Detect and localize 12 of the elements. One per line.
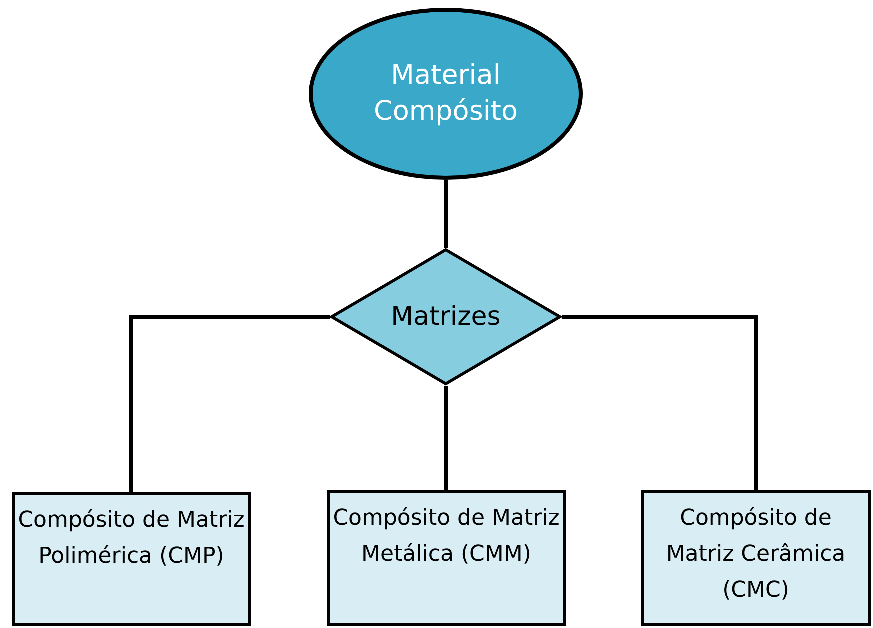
connector-line bbox=[562, 315, 758, 490]
node-label: Compósito de Matriz Cerâmica (CMC) bbox=[665, 505, 847, 605]
node-label: Material Compósito bbox=[372, 59, 519, 129]
connector-line bbox=[444, 386, 448, 490]
node-label: Matrizes bbox=[391, 300, 501, 334]
process-box bbox=[327, 490, 566, 626]
process-box bbox=[641, 490, 871, 626]
connector-line bbox=[130, 315, 330, 492]
node-label: Compósito de Matriz Polimérica (CMP) bbox=[17, 507, 246, 571]
process-box bbox=[12, 492, 251, 626]
node-label: Compósito de Matriz Metálica (CMM) bbox=[332, 505, 561, 569]
connector-line bbox=[444, 180, 448, 248]
